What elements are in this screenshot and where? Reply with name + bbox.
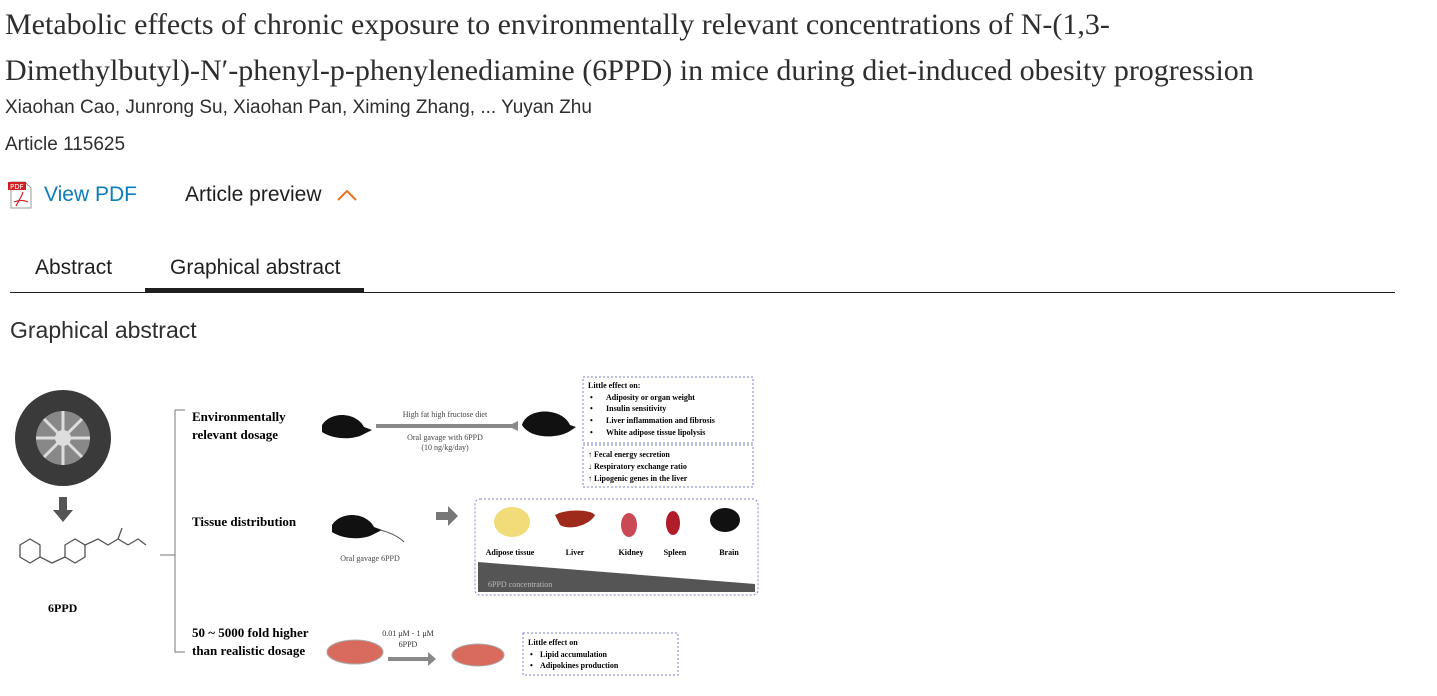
svg-text:•: • [530,661,533,670]
tab-abstract[interactable]: Abstract [35,256,113,279]
svg-text:(10 ng/kg/day): (10 ng/kg/day) [421,443,469,452]
svg-text:↑ Fecal energy secretion: ↑ Fecal energy secretion [588,450,670,459]
svg-text:than realistic dosage: than realistic dosage [192,643,305,658]
authors: Xiaohan Cao, Junrong Su, Xiaohan Pan, Xi… [5,97,592,118]
svg-text:•: • [590,428,593,437]
svg-text:Liver inflammation and fibrosi: Liver inflammation and fibrosis [606,416,715,425]
svg-text:Tissue distribution: Tissue distribution [192,514,297,529]
chevron-up-icon [336,189,357,201]
svg-text:Liver: Liver [566,548,585,557]
mouse-icon [332,515,382,539]
svg-text:White adipose tissue lipolysis: White adipose tissue lipolysis [606,428,705,437]
adipose-icon [494,507,530,537]
tab-graphical-abstract[interactable]: Graphical abstract [144,256,365,292]
svg-text:Little effect on:: Little effect on: [588,381,640,390]
article-title[interactable]: Metabolic effects of chronic exposure to… [5,8,1254,87]
svg-text:•: • [590,416,593,425]
6ppd-structure [19,527,147,564]
svg-text:Adipokines production: Adipokines production [540,661,619,670]
spleen-icon [666,511,680,535]
svg-text:Adiposity or organ weight: Adiposity or organ weight [606,393,695,402]
svg-text:↑ Lipogenic genes in the liver: ↑ Lipogenic genes in the liver [588,474,688,483]
article-preview-toggle[interactable]: Article preview [185,183,358,207]
pdf-icon[interactable]: PDF [8,180,34,210]
tire-icon [15,390,111,486]
tab-bar: Abstract Graphical abstract [10,252,1395,293]
petri-dish-icon [326,639,384,665]
kidney-icon [621,513,637,537]
svg-text:Adipose tissue: Adipose tissue [486,548,535,557]
svg-text:0.01 μM - 1 μM: 0.01 μM - 1 μM [382,629,433,638]
svg-text:•: • [530,650,533,659]
svg-text:•: • [590,393,593,402]
svg-text:6PPD: 6PPD [48,601,78,615]
svg-text:6PPD: 6PPD [399,640,418,649]
petri-dish-icon [451,643,505,667]
svg-text:Insulin sensitivity: Insulin sensitivity [606,404,666,413]
svg-text:50 ~ 5000 fold higher: 50 ~ 5000 fold higher [192,625,309,640]
svg-text:•: • [590,404,593,413]
brain-icon [710,508,740,532]
down-arrow-icon [53,497,73,522]
svg-text:PDF: PDF [10,183,24,191]
section-heading: Graphical abstract [10,317,197,343]
mouse-icon [322,415,372,439]
svg-text:Lipid accumulation: Lipid accumulation [540,650,607,659]
svg-text:6PPD concentration: 6PPD concentration [488,580,552,589]
obese-mouse-icon [522,411,576,437]
view-pdf-link[interactable]: View PDF [44,183,137,206]
svg-text:High fat high fructose diet: High fat high fructose diet [403,410,488,419]
svg-text:↓ Respiratory exchange ratio: ↓ Respiratory exchange ratio [588,462,687,471]
liver-icon [555,510,595,528]
graphical-abstract-figure: 6PPD Environmentally relevant dosage Hig… [15,376,759,676]
svg-text:Spleen: Spleen [664,548,687,557]
svg-text:relevant dosage: relevant dosage [192,427,278,442]
svg-text:Oral gavage 6PPD: Oral gavage 6PPD [340,554,400,563]
svg-text:Little effect on: Little effect on [528,638,578,647]
article-number: Article 115625 [5,134,126,155]
svg-text:Environmentally: Environmentally [192,409,286,424]
svg-text:Kidney: Kidney [619,548,644,557]
svg-text:Brain: Brain [719,548,739,557]
svg-text:Oral gavage with 6PPD: Oral gavage with 6PPD [407,433,483,442]
